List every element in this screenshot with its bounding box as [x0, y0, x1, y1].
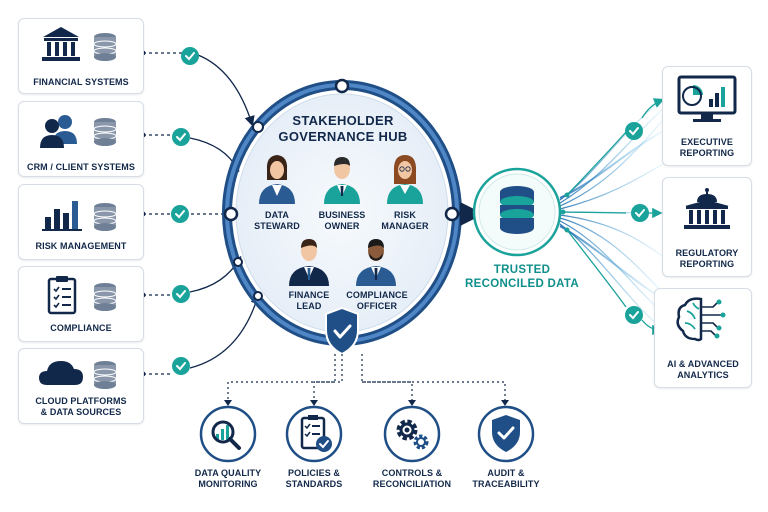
output-label-line2: REPORTING [679, 259, 735, 269]
role-data-steward: DATA STEWARD [247, 210, 307, 232]
database-icon [500, 186, 534, 234]
database-icon [93, 203, 117, 231]
database-icon [93, 361, 117, 389]
output-regulatory-reporting: REGULATORY REPORTING [662, 177, 752, 277]
finance-lead-avatar [289, 239, 329, 286]
check-icon [625, 122, 643, 140]
brain-circuit-icon [676, 297, 726, 342]
control-audit-label: AUDIT & TRACEABILITY [458, 468, 554, 490]
output-executive-reporting: EXECUTIVE REPORTING [662, 66, 752, 166]
role-line2: STEWARD [254, 221, 300, 231]
control-connector-arrows [224, 400, 509, 406]
compliance-officer-avatar [356, 239, 396, 286]
role-avatars [259, 155, 423, 286]
role-line2: LEAD [296, 301, 322, 311]
clipboard-icon [47, 276, 117, 315]
policy-document-icon [285, 405, 343, 463]
source-label-line1: CLOUD PLATFORMS [35, 396, 127, 406]
check-icon [172, 357, 190, 375]
trusted-data-label: TRUSTED RECONCILED DATA [456, 263, 588, 291]
output-label-line1: AI & ADVANCED [667, 359, 739, 369]
role-risk-manager: RISK MANAGER [375, 210, 435, 232]
check-icon [171, 205, 189, 223]
trusted-line2: RECONCILED DATA [465, 278, 579, 290]
data-steward-avatar [259, 155, 295, 204]
source-risk-management: RISK MANAGEMENT [18, 184, 144, 260]
hub-ring-nodes [223, 78, 460, 301]
check-icon [172, 128, 190, 146]
source-label: FINANCIAL SYSTEMS [33, 77, 129, 87]
control-line1: AUDIT & [487, 468, 525, 478]
role-line1: BUSINESS [318, 210, 366, 220]
output-ai-advanced-analytics: AI & ADVANCED ANALYTICS [654, 288, 752, 388]
magnifier-chart-icon [199, 405, 257, 463]
check-icon [631, 204, 649, 222]
check-icon [625, 306, 643, 324]
control-line2: STANDARDS [285, 479, 343, 489]
check-badges [171, 47, 649, 375]
control-policies-standards [282, 404, 346, 464]
control-reconciliation-label: CONTROLS & RECONCILIATION [364, 468, 460, 490]
check-icon [172, 285, 190, 303]
control-audit-traceability [474, 404, 538, 464]
output-label-line1: EXECUTIVE [681, 137, 733, 147]
hub-shield-icon [325, 306, 359, 356]
output-connectors [562, 98, 665, 336]
control-connectors [227, 354, 506, 402]
gears-icon [383, 405, 441, 463]
source-cloud-platforms: CLOUD PLATFORMS & DATA SOURCES [18, 348, 144, 424]
bank-icon [42, 27, 117, 61]
cloud-icon [39, 361, 117, 389]
source-label: COMPLIANCE [50, 323, 112, 333]
role-business-owner: BUSINESS OWNER [312, 210, 372, 232]
trusted-line1: TRUSTED [493, 264, 551, 276]
role-line1: DATA [264, 210, 290, 220]
control-controls-reconciliation [380, 404, 444, 464]
control-line1: DATA QUALITY [194, 468, 262, 478]
control-line2: RECONCILIATION [372, 479, 452, 489]
role-line2: OFFICER [356, 301, 398, 311]
business-owner-avatar [324, 157, 360, 204]
source-compliance: COMPLIANCE [18, 266, 144, 342]
role-compliance-officer: COMPLIANCE OFFICER [343, 290, 411, 312]
role-line2: MANAGER [381, 221, 429, 231]
source-label: CRM / CLIENT SYSTEMS [26, 162, 135, 172]
database-icon [93, 118, 117, 146]
bar-chart-icon [42, 201, 117, 231]
hub-title-line1: STAKEHOLDER [292, 113, 394, 128]
shield-check-icon [477, 405, 535, 463]
check-icon [181, 47, 199, 65]
control-data-quality-label: DATA QUALITY MONITORING [180, 468, 276, 490]
role-line1: FINANCE [288, 290, 330, 300]
control-line2: TRACEABILITY [472, 479, 540, 489]
monitor-chart-icon [677, 75, 737, 122]
database-icon [93, 283, 117, 311]
source-crm-client-systems: CRM / CLIENT SYSTEMS [18, 101, 144, 177]
role-finance-lead: FINANCE LEAD [279, 290, 339, 312]
control-line1: CONTROLS & [381, 468, 443, 478]
control-data-quality [196, 404, 260, 464]
role-line2: OWNER [324, 221, 360, 231]
source-label: RISK MANAGEMENT [35, 241, 127, 251]
output-label-line1: REGULATORY [675, 248, 739, 258]
role-line1: COMPLIANCE [346, 290, 408, 300]
output-endpoints [560, 192, 570, 233]
control-line2: MONITORING [198, 479, 258, 489]
hub-title: STAKEHOLDER GOVERNANCE HUB [270, 113, 416, 145]
control-policies-label: POLICIES & STANDARDS [266, 468, 362, 490]
database-icon [93, 33, 117, 61]
output-label-line2: REPORTING [679, 148, 735, 158]
source-financial-systems: FINANCIAL SYSTEMS [18, 18, 144, 94]
government-building-icon [684, 188, 730, 229]
source-label-line2: & DATA SOURCES [40, 407, 122, 417]
hub-title-line2: GOVERNANCE HUB [278, 129, 408, 144]
users-icon [40, 115, 117, 148]
control-line1: POLICIES & [287, 468, 340, 478]
output-label-line2: ANALYTICS [677, 370, 729, 380]
risk-manager-avatar [387, 155, 423, 204]
role-line1: RISK [394, 210, 416, 220]
